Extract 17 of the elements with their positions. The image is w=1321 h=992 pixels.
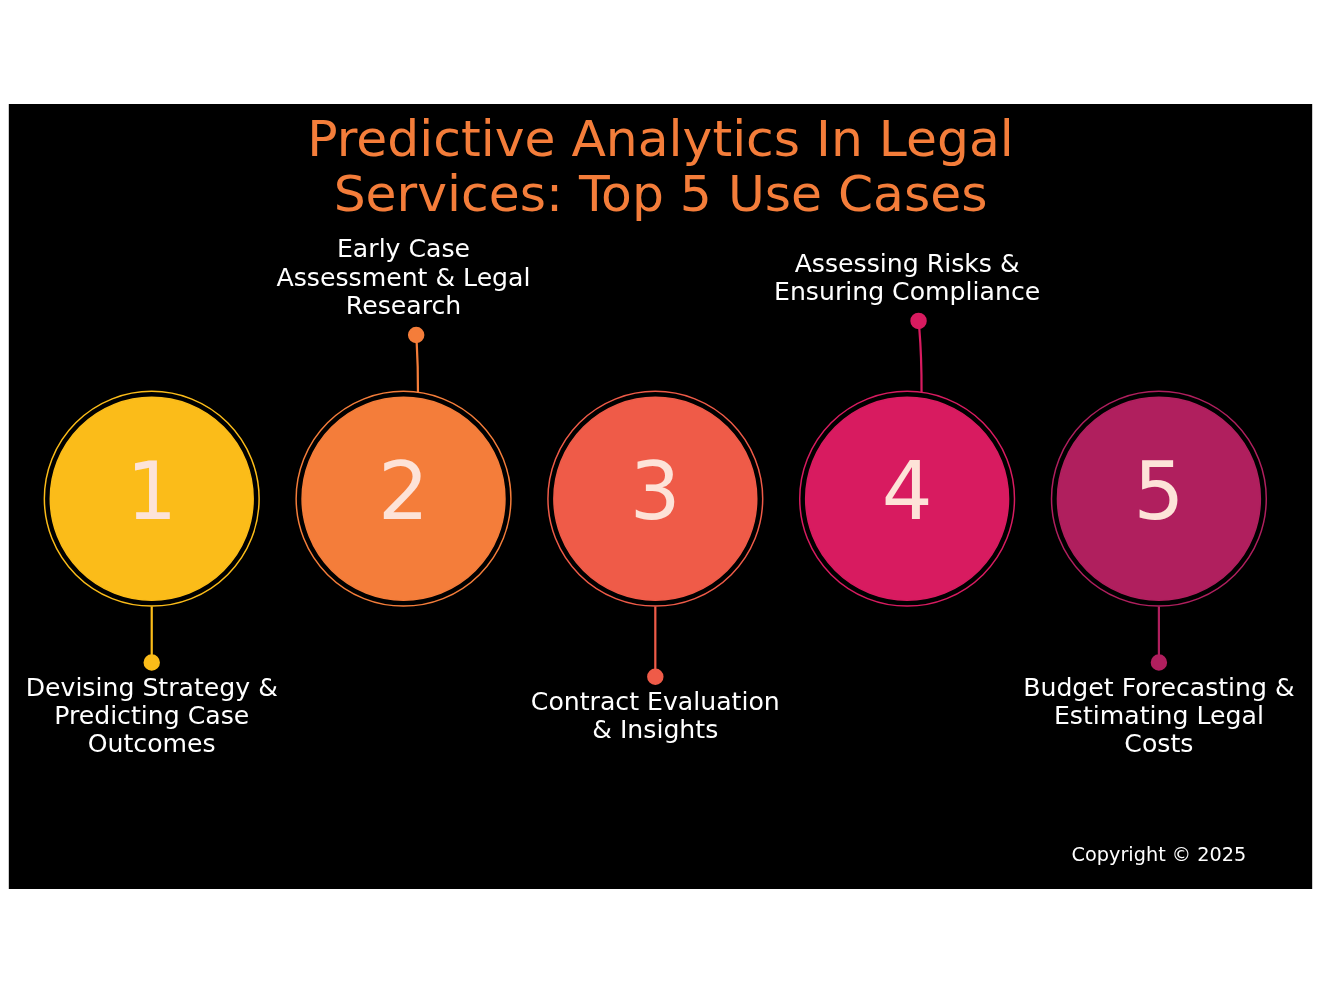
node-circle: 1 — [43, 390, 260, 607]
node-text: Devising Strategy & Predicting Case Outcomes — [25, 672, 278, 758]
node-circle: 2 — [295, 390, 512, 607]
node-text: Early Case Assessment & Legal Research — [276, 233, 531, 320]
connector — [1150, 605, 1168, 671]
connector — [647, 605, 664, 685]
node-circle: 3 — [547, 390, 764, 607]
connector — [407, 326, 425, 392]
node-text: Assessing Risks & Ensuring Compliance — [774, 248, 1041, 306]
diagram-title: Predictive Analytics In Legal Services: Top 5 Use Cases — [307, 108, 1014, 223]
node-circle: 4 — [799, 390, 1016, 607]
node-text: Budget Forecasting & Estimating Legal Costs — [1023, 672, 1295, 758]
node-text: Contract Evaluation & Insights — [530, 686, 780, 744]
connector — [143, 605, 160, 671]
label: Copyright © 2025 — [1071, 842, 1247, 866]
connector — [910, 312, 927, 392]
node-circle: 5 — [1050, 390, 1267, 607]
